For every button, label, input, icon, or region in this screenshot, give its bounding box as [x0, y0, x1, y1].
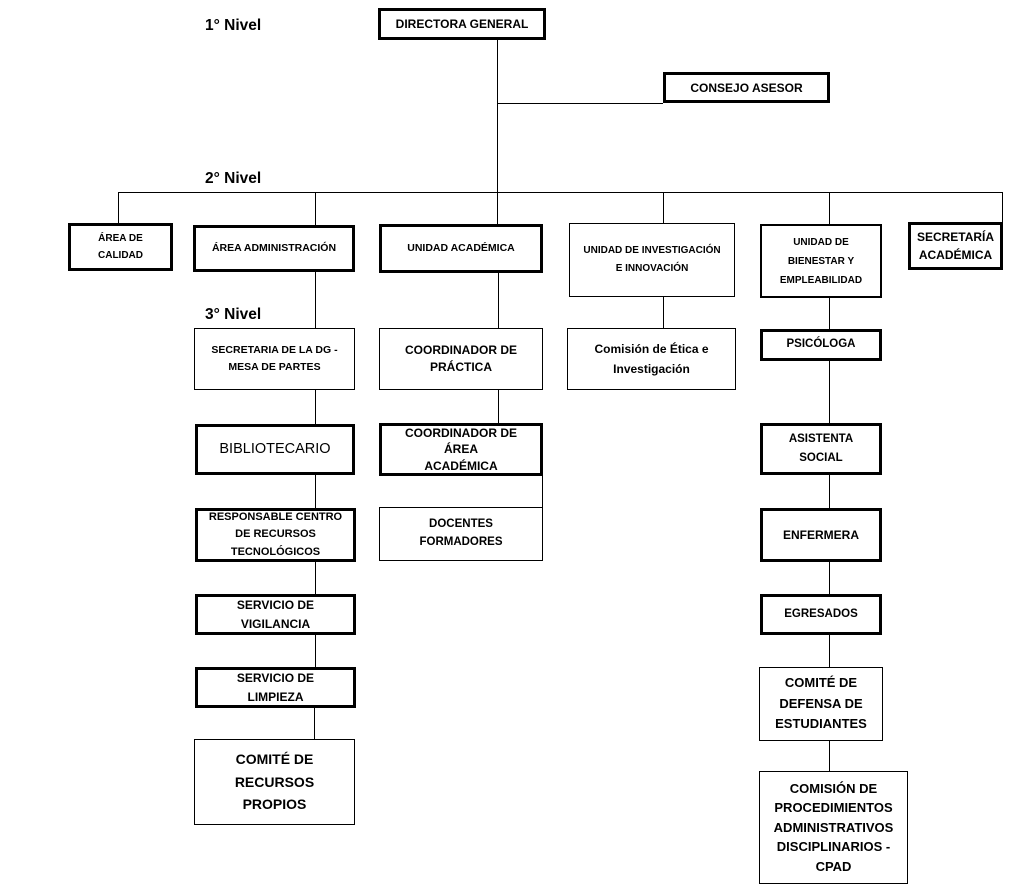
node-coordinador-area-academica: COORDINADOR DE ÁREA ACADÉMICA	[379, 423, 543, 476]
connector-responsable-vigilancia	[315, 562, 316, 594]
connector-consejo-asesor	[497, 103, 663, 104]
node-coordinador-de-practica: COORDINADOR DE PRÁCTICA	[379, 328, 543, 390]
connector-drop-investigacion	[663, 192, 664, 223]
connector-drop-administracion	[315, 192, 316, 225]
level-1-label: 1° Nivel	[205, 17, 262, 34]
node-comite-recursos-propios: COMITÉ DE RECURSOS PROPIOS	[194, 739, 355, 825]
node-enfermera: ENFERMERA	[760, 508, 882, 562]
node-unidad-academica: UNIDAD ACADÉMICA	[379, 224, 543, 273]
connector-bienestar-psicologa	[829, 298, 830, 329]
node-area-administracion: ÁREA ADMINISTRACIÓN	[193, 225, 355, 272]
node-asistenta-social: ASISTENTA SOCIAL	[760, 423, 882, 475]
node-responsable-centro-recursos-tecnologicos: RESPONSABLE CENTRO DE RECURSOS TECNOLÓGI…	[195, 508, 356, 562]
node-area-de-calidad: ÁREA DE CALIDAD	[68, 223, 173, 271]
level-2-label: 2° Nivel	[205, 170, 262, 187]
connector-enfermera-egresados	[829, 562, 830, 594]
node-psicologa: PSICÓLOGA	[760, 329, 882, 361]
connector-coordarea-docentes	[542, 476, 543, 507]
connector-admin-secretariadg	[315, 272, 316, 328]
node-servicio-de-vigilancia: SERVICIO DE VIGILANCIA	[195, 594, 356, 635]
connector-limpieza-comiterecursos	[314, 708, 315, 739]
node-directora-general: DIRECTORA GENERAL	[378, 8, 546, 40]
connector-vigilancia-limpieza	[315, 635, 316, 667]
node-docentes-formadores: DOCENTES FORMADORES	[379, 507, 543, 561]
connector-secretariadg-bibliotecario	[315, 390, 316, 424]
connector-bibliotecario-responsable	[315, 475, 316, 508]
connector-drop-calidad	[118, 192, 119, 223]
connector-egresados-comitedefensa	[829, 635, 830, 667]
connector-asistenta-enfermera	[829, 475, 830, 508]
node-secretaria-dg-mesa-de-partes: SECRETARIA DE LA DG - MESA DE PARTES	[194, 328, 355, 390]
connector-comitedefensa-cpad	[829, 741, 830, 771]
node-bibliotecario: BIBLIOTECARIO	[195, 424, 355, 475]
node-servicio-de-limpieza: SERVICIO DE LIMPIEZA	[195, 667, 356, 708]
node-egresados: EGRESADOS	[760, 594, 882, 635]
connector-directora-spine	[497, 40, 498, 224]
node-secretaria-academica: SECRETARÍA ACADÉMICA	[908, 222, 1003, 270]
connector-drop-bienestar	[829, 192, 830, 224]
level-3-label: 3° Nivel	[205, 306, 262, 323]
node-unidad-investigacion-innovacion: UNIDAD DE INVESTIGACIÓN E INNOVACIÓN	[569, 223, 735, 297]
connector-drop-secretaria-academica	[1002, 192, 1003, 222]
connector-psicologa-asistenta	[829, 361, 830, 423]
node-consejo-asesor: CONSEJO ASESOR	[663, 72, 830, 103]
connector-academica-coordpractica	[498, 273, 499, 328]
node-comite-defensa-estudiantes: COMITÉ DE DEFENSA DE ESTUDIANTES	[759, 667, 883, 741]
connector-investigacion-comision	[663, 297, 664, 328]
node-comision-etica-investigacion: Comisión de Ética e Investigación	[567, 328, 736, 390]
node-unidad-bienestar-empleabilidad: UNIDAD DE BIENESTAR Y EMPLEABILIDAD	[760, 224, 882, 298]
connector-coordpractica-coordarea	[498, 390, 499, 423]
node-comision-cpad: COMISIÓN DE PROCEDIMIENTOS ADMINISTRATIV…	[759, 771, 908, 884]
connector-level2-bus	[118, 192, 1003, 193]
